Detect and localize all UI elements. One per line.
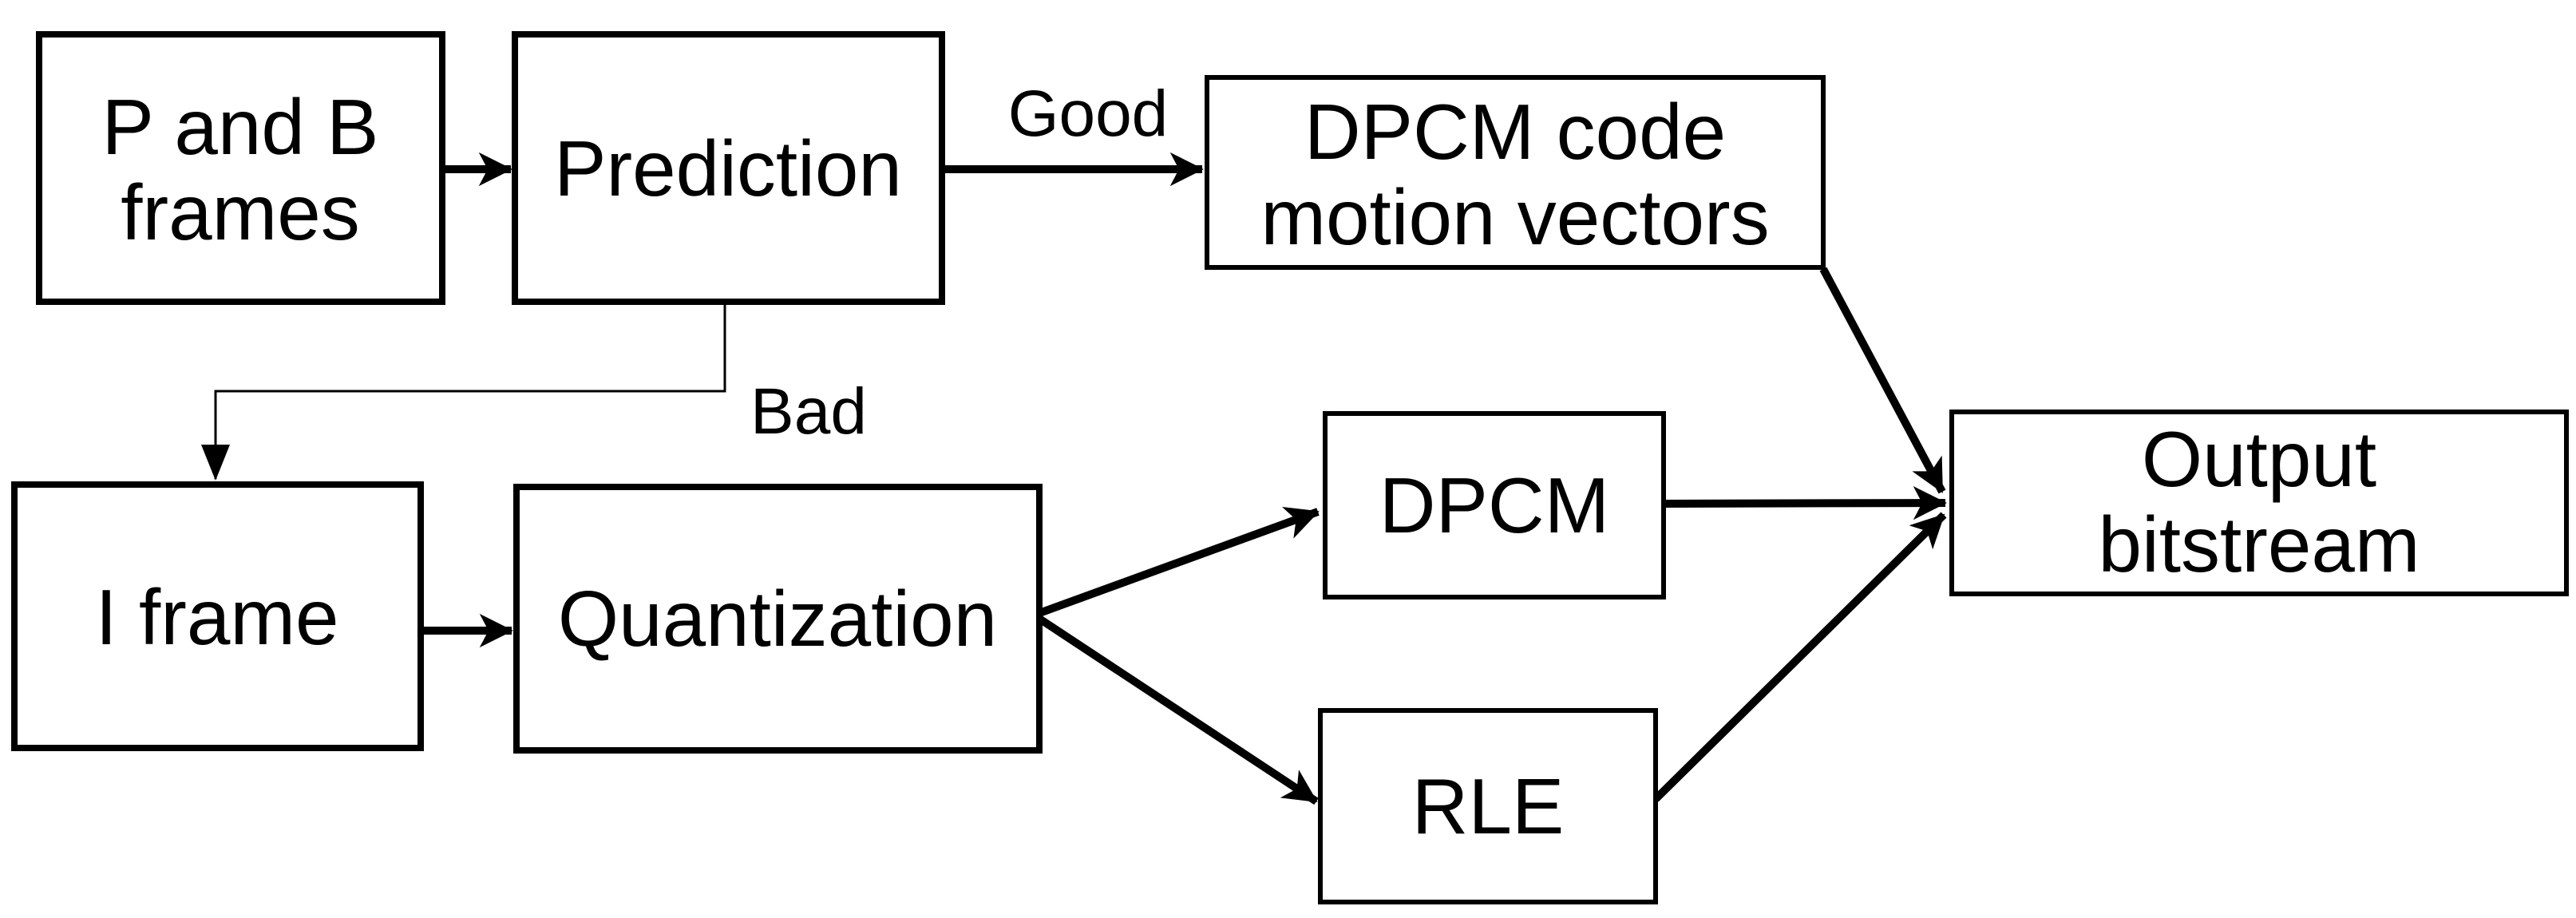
node-quantization: Quantization [513,484,1043,754]
edge-dpcm-code-to-output-bitstream [1819,267,1946,494]
node-i-frame: I frame [11,481,424,751]
node-prediction: Prediction [512,31,945,305]
node-dpcm: DPCM [1323,411,1666,599]
dpcm-code-motion-vectors-label-line1: DPCM code [1304,88,1726,176]
edge-dpcm-to-output-bitstream [1663,486,1947,520]
output-bitstream-label-line1: Output [2142,415,2376,503]
quantization-box [513,484,1043,754]
p-and-b-frames-label-line1: P and B [102,83,379,171]
dpcm-code-motion-vectors-box [1205,75,1826,270]
output-bitstream-label-line2: bitstream [2098,501,2420,588]
dpcm-code-motion-vectors-label-line2: motion vectors [1260,173,1769,261]
edge-label-bad: Bad [750,375,867,448]
node-output-bitstream: Output bitstream [1949,410,2569,596]
quantization-label: Quantization [558,575,997,663]
i-frame-label: I frame [96,573,339,661]
i-frame-box [11,481,424,751]
edge-rle-to-output-bitstream [1652,512,1947,802]
prediction-label: Prediction [554,125,902,212]
rle-box [1318,708,1658,904]
dpcm-box [1323,411,1666,599]
rle-label: RLE [1412,762,1565,850]
dpcm-label: DPCM [1379,461,1610,549]
edge-quantization-to-rle [1037,615,1319,805]
edges [201,152,1947,805]
output-bitstream-box [1949,410,2569,596]
node-p-and-b-frames: P and B frames [36,31,445,305]
node-dpcm-code-motion-vectors: DPCM code motion vectors [1205,75,1826,270]
prediction-box [512,31,945,305]
edge-quantization-to-dpcm [1038,506,1320,617]
node-rle: RLE [1318,708,1658,904]
p-and-b-frames-label-line2: frames [121,168,360,256]
p-and-b-frames-box [36,31,445,305]
edge-prediction-to-i-frame [201,305,726,481]
edge-label-good: Good [1008,77,1169,150]
